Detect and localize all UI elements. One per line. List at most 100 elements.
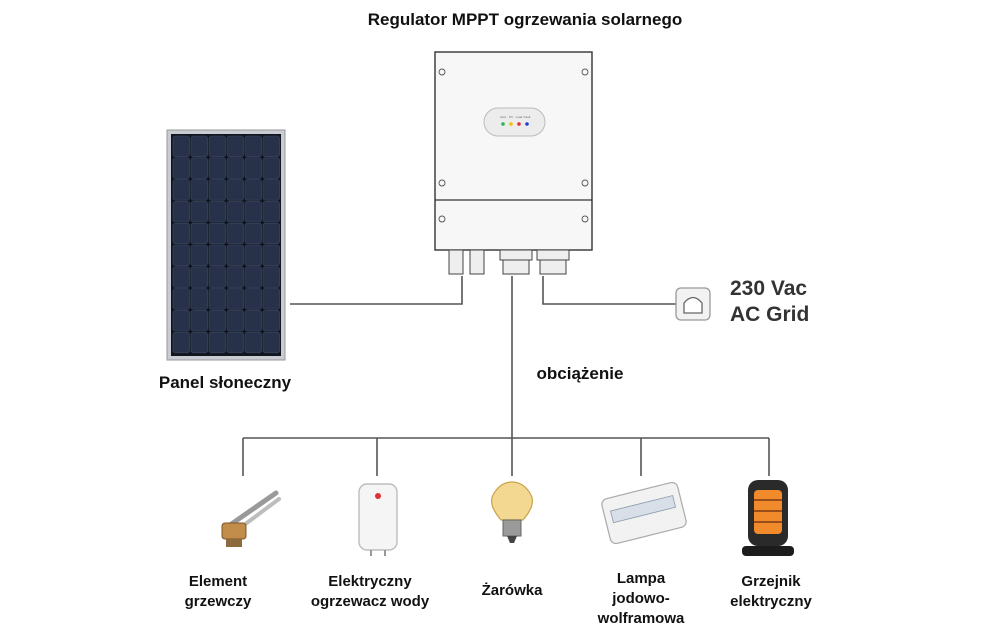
solar-cell bbox=[226, 288, 244, 310]
device-label-line: wolframowa bbox=[597, 610, 685, 627]
solar-cell bbox=[172, 288, 190, 310]
device-label-line: jodowo- bbox=[612, 590, 670, 607]
status-led-label: Grid bbox=[500, 115, 506, 119]
solar-cell bbox=[226, 310, 244, 332]
halogen-lamp-icon bbox=[601, 481, 687, 545]
device-label-line: grzewczy bbox=[184, 593, 252, 610]
device-label-light-bulb: Żarówka bbox=[462, 581, 562, 601]
solar-panel-label: Panel słoneczny bbox=[158, 373, 292, 392]
status-led-icon bbox=[517, 122, 521, 126]
solar-cell bbox=[208, 222, 226, 245]
page-title: Regulator MPPT ogrzewania solarnego bbox=[367, 10, 683, 29]
solar-cell bbox=[172, 310, 190, 332]
solar-cell bbox=[190, 266, 208, 288]
controller-to-grid-line bbox=[542, 276, 676, 305]
device-label-line: Grzejnik bbox=[741, 573, 801, 590]
solar-cell bbox=[244, 266, 262, 288]
solar-cell bbox=[172, 201, 190, 223]
device-label-line: Lampa bbox=[616, 570, 666, 587]
solar-cell bbox=[190, 201, 208, 223]
device-label-line: elektryczny bbox=[730, 593, 812, 610]
solar-cell bbox=[226, 135, 244, 157]
solar-cell bbox=[262, 222, 280, 245]
solar-cell bbox=[172, 244, 190, 266]
solar-cell bbox=[262, 135, 280, 157]
status-led-label: Fault bbox=[524, 115, 531, 119]
solar-panel bbox=[166, 129, 286, 361]
device-label-line: Element bbox=[188, 573, 248, 590]
device-label-line: Żarówka bbox=[481, 582, 543, 599]
solar-cell bbox=[262, 288, 280, 310]
heating-element-icon bbox=[221, 490, 281, 547]
electric-heater-icon bbox=[742, 480, 794, 556]
solar-cell bbox=[262, 331, 280, 354]
device-label-line: ogrzewacz wody bbox=[310, 593, 430, 610]
solar-cell bbox=[190, 222, 208, 245]
solar-cell bbox=[172, 157, 190, 179]
solar-cell bbox=[226, 266, 244, 288]
solar-cell bbox=[208, 135, 226, 157]
solar-cell bbox=[190, 288, 208, 310]
solar-cell bbox=[226, 201, 244, 223]
solar-cell bbox=[226, 331, 244, 354]
solar-cell bbox=[208, 244, 226, 266]
solar-cell bbox=[244, 288, 262, 310]
solar-cell bbox=[190, 310, 208, 332]
solar-cell bbox=[190, 179, 208, 201]
solar-cell bbox=[208, 179, 226, 201]
solar-cell bbox=[244, 310, 262, 332]
device-label-line: Elektryczny bbox=[328, 573, 412, 590]
solar-cell bbox=[208, 157, 226, 179]
solar-cell bbox=[190, 244, 208, 266]
grid-name-label: AC Grid bbox=[730, 303, 810, 326]
grid-socket-icon bbox=[675, 287, 711, 321]
solar-cell bbox=[244, 331, 262, 354]
solar-cell bbox=[262, 157, 280, 179]
device-label-electric-heater: Grzejnik elektryczny bbox=[716, 572, 826, 612]
water-heater-icon bbox=[358, 483, 398, 556]
solar-cell bbox=[244, 222, 262, 245]
status-display bbox=[483, 107, 546, 137]
solar-cell bbox=[208, 310, 226, 332]
status-led-icon bbox=[509, 122, 513, 126]
solar-cell bbox=[244, 244, 262, 266]
solar-cell bbox=[190, 135, 208, 157]
solar-cell bbox=[208, 331, 226, 354]
solar-cell bbox=[244, 157, 262, 179]
device-label-halogen-lamp: Lampa jodowo- wolframowa bbox=[586, 569, 696, 629]
solar-cell bbox=[262, 310, 280, 332]
solar-cell bbox=[172, 331, 190, 354]
device-label-water-heater: Elektryczny ogrzewacz wody bbox=[300, 572, 440, 612]
connection-lines bbox=[242, 276, 770, 476]
solar-cell bbox=[190, 331, 208, 354]
light-bulb-icon bbox=[491, 481, 533, 543]
solar-cell bbox=[244, 135, 262, 157]
panel-to-controller-line bbox=[290, 276, 463, 305]
device-label-heating-element: Element grzewczy bbox=[163, 572, 273, 612]
solar-cell bbox=[172, 135, 190, 157]
solar-cell bbox=[244, 201, 262, 223]
grid-voltage-label: 230 Vac bbox=[730, 277, 808, 300]
screws bbox=[438, 68, 589, 223]
solar-cell bbox=[208, 288, 226, 310]
solar-cell bbox=[262, 179, 280, 201]
status-led-label: PV bbox=[509, 115, 513, 119]
solar-cell bbox=[262, 266, 280, 288]
status-led-label: Load bbox=[516, 115, 523, 119]
status-led-icon bbox=[501, 122, 505, 126]
solar-cell bbox=[226, 222, 244, 245]
solar-cell bbox=[172, 266, 190, 288]
solar-cell bbox=[172, 179, 190, 201]
solar-cell bbox=[244, 179, 262, 201]
load-label: obciążenie bbox=[536, 364, 624, 383]
solar-cell bbox=[226, 157, 244, 179]
solar-cell bbox=[262, 201, 280, 223]
cable-glands bbox=[448, 249, 570, 275]
solar-cell bbox=[208, 266, 226, 288]
solar-cell bbox=[226, 244, 244, 266]
solar-cell bbox=[190, 157, 208, 179]
solar-cell bbox=[172, 222, 190, 245]
status-led-icon bbox=[525, 122, 529, 126]
